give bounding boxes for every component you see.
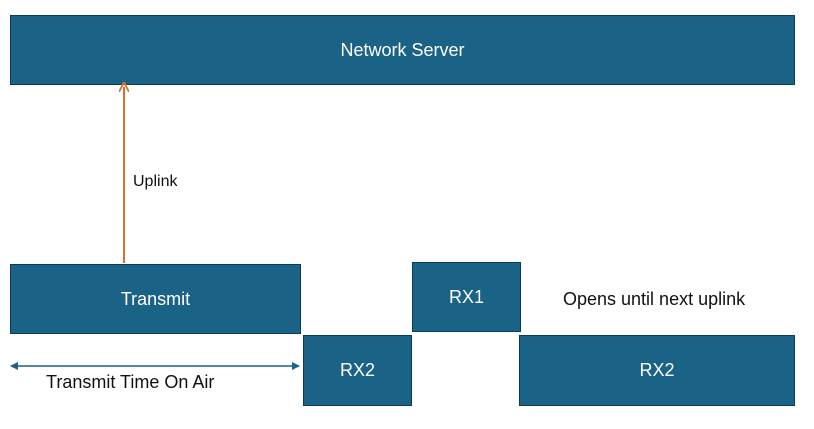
rx2-first-box: RX2 [303,335,412,406]
transmit-time-on-air-label: Transmit Time On Air [46,372,215,392]
uplink-label: Uplink [133,173,178,190]
rx2-first-label: RX2 [339,360,375,380]
network-server-label: Network Server [340,39,465,60]
rx1-label: RX1 [448,286,484,307]
opens-until-next-uplink-note: Opens until next uplink [563,289,746,309]
rx2-second-label: RX2 [639,360,675,380]
rx2-second-box: RX2 [519,335,795,406]
network-server-box: Network Server [10,15,795,85]
transmit-box: Transmit [10,264,301,334]
rx1-box: RX1 [412,262,521,332]
transmit-label: Transmit [120,288,191,309]
